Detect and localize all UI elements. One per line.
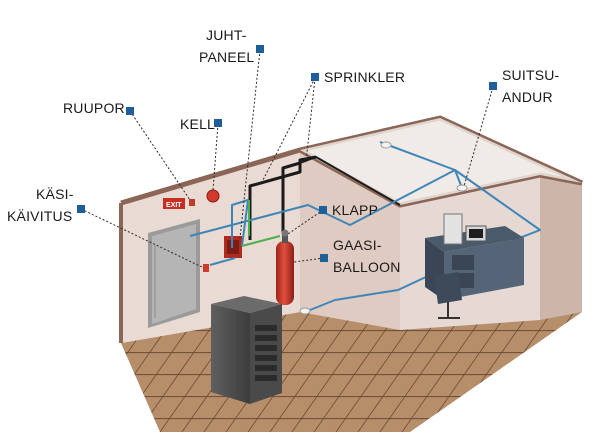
gas-cylinder-device: [276, 229, 294, 305]
bell-device: [206, 189, 220, 203]
label-klapp-text: KLAPP: [332, 202, 378, 218]
label-marker: [214, 119, 222, 127]
label-gaasiballoon-line2: BALLOON: [333, 259, 401, 275]
label-sprinkler: SPRINKLER: [311, 69, 405, 85]
label-juht-paneel-line1: JUHT-: [206, 27, 247, 43]
door: [148, 219, 200, 328]
valve-device: [281, 229, 289, 237]
label-marker: [489, 82, 497, 90]
smoke-detector-device: [456, 184, 468, 192]
label-marker: [311, 73, 319, 81]
server-cabinet: [211, 296, 282, 404]
label-suitsuandur-line1: SUITSU-: [502, 67, 560, 83]
label-ruupor: RUUPOR: [63, 100, 134, 116]
label-kell: KELL: [180, 116, 222, 132]
label-kasikaivitus: KÄSI- KÄIVITUS: [7, 186, 85, 224]
label-suitsuandur: SUITSU- ANDUR: [489, 67, 560, 105]
label-gaasiballoon: GAASI- BALLOON: [320, 237, 401, 275]
nozzle-device: [299, 307, 311, 315]
label-juht-paneel-line2: PANEEL: [199, 49, 254, 65]
label-marker: [256, 45, 264, 53]
label-kell-text: KELL: [180, 116, 215, 132]
label-marker: [126, 107, 134, 115]
label-kasikaivitus-line2: KÄIVITUS: [7, 208, 72, 224]
office-chair: [434, 272, 462, 319]
computer: [443, 213, 487, 245]
right-wall: [300, 150, 400, 330]
exit-sign-text: EXIT: [166, 202, 182, 209]
label-klapp: KLAPP: [319, 202, 378, 218]
leader-lines: [80, 49, 494, 269]
label-marker: [320, 254, 328, 262]
label-gaasiballoon-line1: GAASI-: [333, 237, 382, 253]
label-juht-paneel: JUHT- PANEEL: [199, 27, 264, 65]
label-marker: [77, 205, 85, 213]
label-sprinkler-text: SPRINKLER: [324, 69, 405, 85]
label-suitsuandur-line2: ANDUR: [502, 89, 553, 105]
exit-sign: EXIT: [163, 198, 185, 209]
smoke-detector-device-2: [380, 141, 392, 149]
label-ruupor-text: RUUPOR: [63, 100, 125, 116]
side-wall: [540, 175, 582, 320]
manual-trigger-device: [203, 264, 209, 272]
label-kasikaivitus-line1: KÄSI-: [36, 186, 74, 202]
horn-device: [189, 199, 195, 206]
label-marker: [319, 206, 327, 214]
